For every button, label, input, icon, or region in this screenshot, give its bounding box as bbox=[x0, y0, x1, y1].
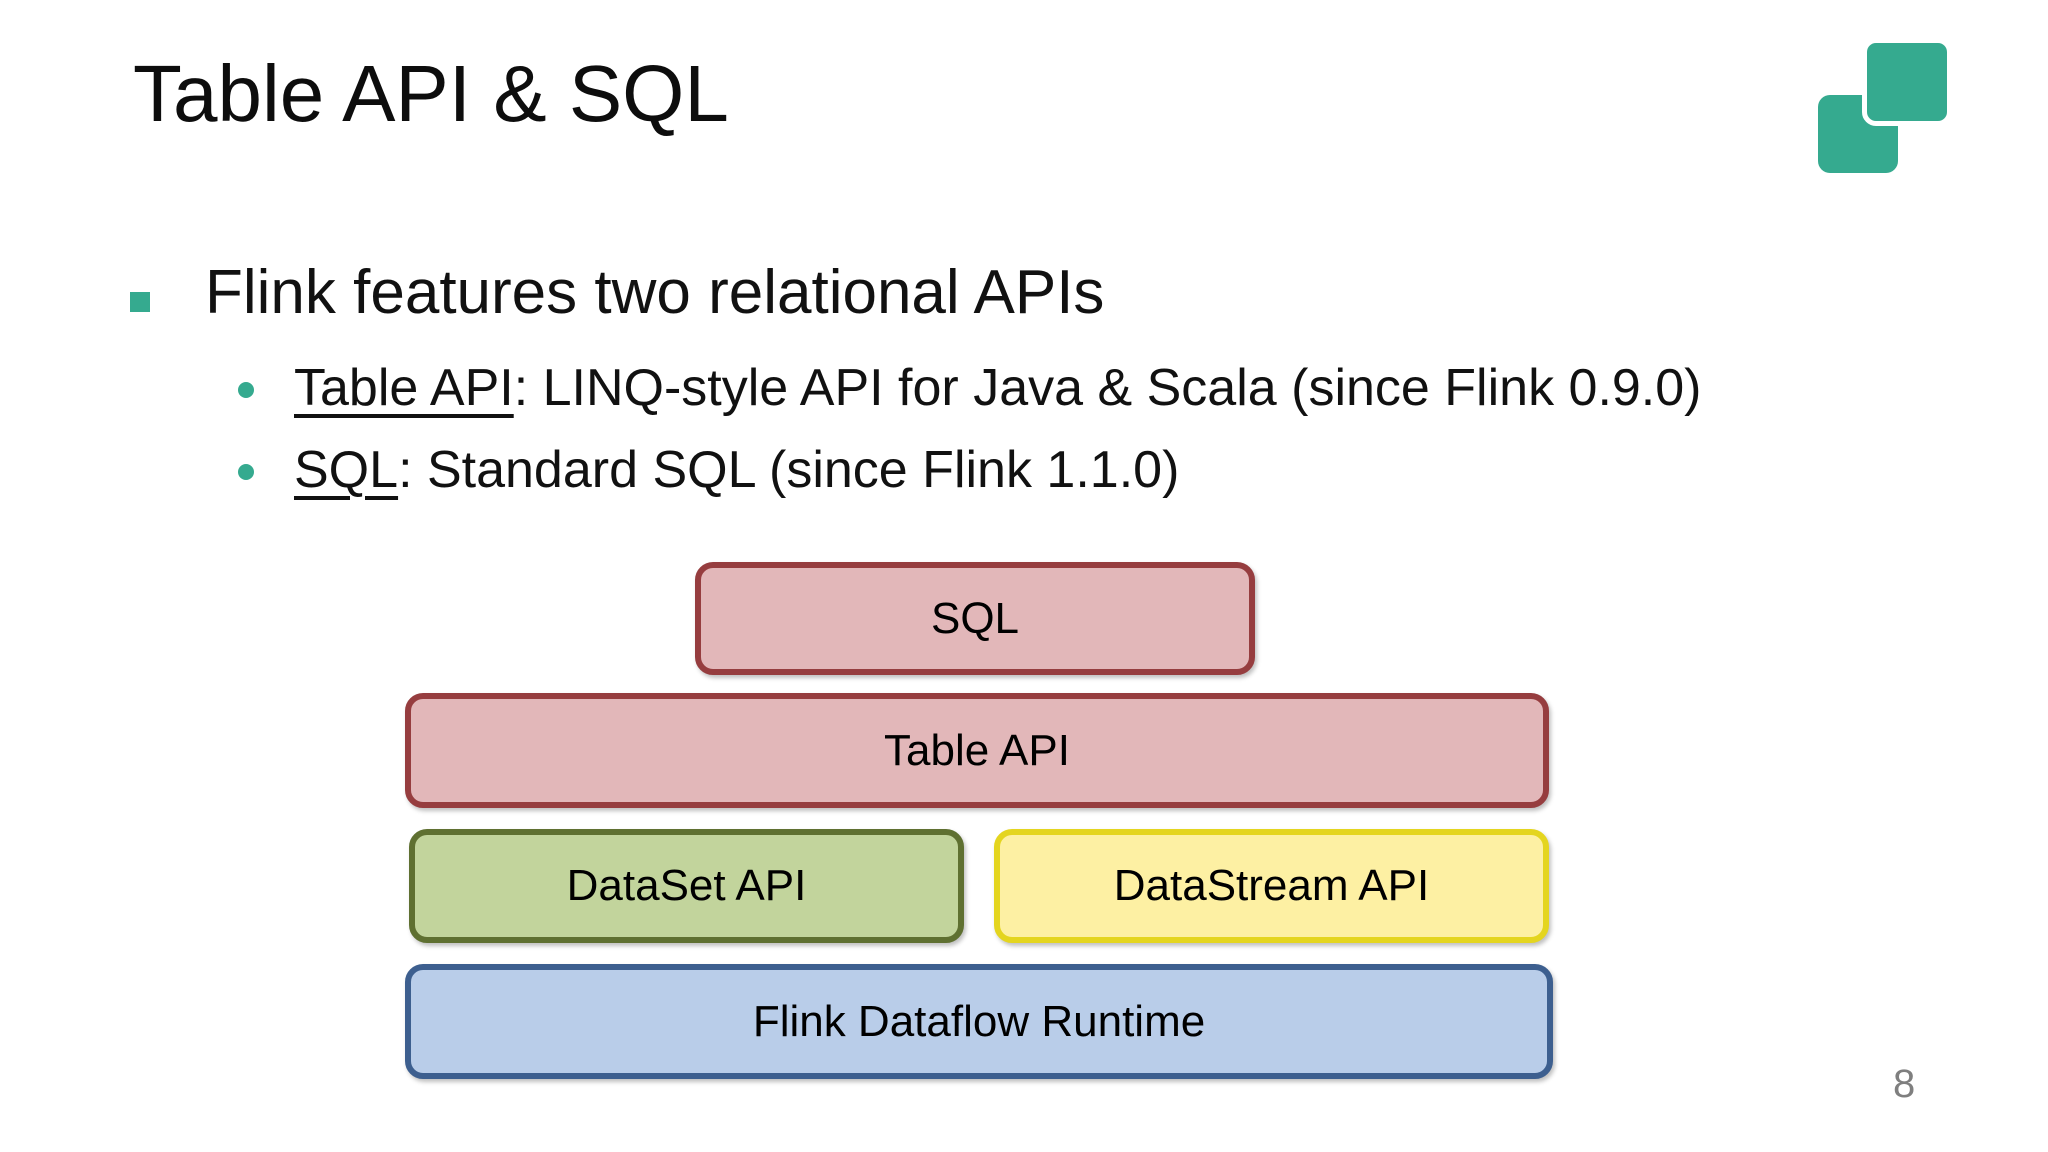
overlapping-squares-logo bbox=[1810, 38, 2000, 188]
bullet-item-main: Flink features two relational APIs bbox=[130, 256, 1104, 330]
diagram-box-dataset-api: DataSet API bbox=[409, 829, 964, 943]
page-number: 8 bbox=[1893, 1062, 1916, 1106]
sub-bullet-text: SQL: Standard SQL (since Flink 1.1.0) bbox=[294, 438, 1179, 503]
diagram-box-sql: SQL bbox=[695, 562, 1255, 675]
sub-bullet-sql: SQL: Standard SQL (since Flink 1.1.0) bbox=[238, 438, 1179, 503]
sub-bullet-term: SQL bbox=[294, 441, 399, 499]
sub-bullet-table-api: Table API: LINQ-style API for Java & Sca… bbox=[238, 356, 1702, 421]
diagram-box-dataset-api-label: DataSet API bbox=[566, 861, 807, 910]
diagram-box-datastream-api-label: DataStream API bbox=[1113, 861, 1430, 910]
diagram-box-table-api: Table API bbox=[405, 693, 1549, 808]
bullet-dot-icon bbox=[238, 464, 254, 480]
sub-bullet-text: Table API: LINQ-style API for Java & Sca… bbox=[294, 356, 1702, 421]
logo-square-front-icon bbox=[1862, 38, 1952, 126]
sub-bullet-rest: : LINQ-style API for Java & Scala (since… bbox=[513, 359, 1702, 417]
bullet-main-text: Flink features two relational APIs bbox=[205, 258, 1105, 327]
page-title: Table API & SQL bbox=[133, 49, 729, 138]
diagram-box-table-api-label: Table API bbox=[884, 725, 1070, 775]
diagram-box-datastream-api: DataStream API bbox=[994, 829, 1549, 943]
bullet-dot-icon bbox=[238, 382, 254, 398]
sub-bullet-term: Table API bbox=[294, 359, 514, 417]
sub-bullet-rest: : Standard SQL (since Flink 1.1.0) bbox=[398, 441, 1180, 499]
diagram-box-flink-dataflow-runtime: Flink Dataflow Runtime bbox=[405, 964, 1553, 1079]
diagram-box-sql-label: SQL bbox=[930, 593, 1020, 643]
diagram-box-flink-dataflow-runtime-label: Flink Dataflow Runtime bbox=[752, 996, 1206, 1046]
bullet-square-icon bbox=[130, 292, 150, 312]
